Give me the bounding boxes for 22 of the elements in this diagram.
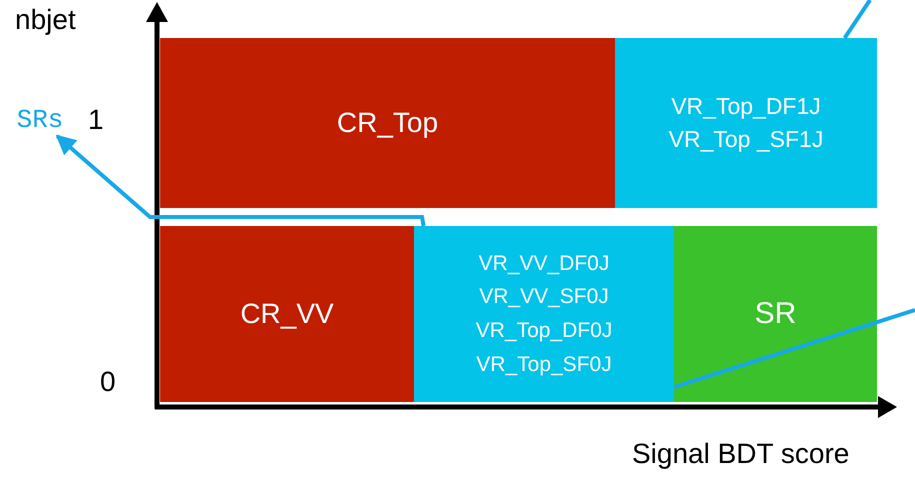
region-label: VR_Top_SF0J	[476, 352, 612, 378]
region-label: CR_VV	[240, 297, 334, 331]
region-label: VR_Top_DF1J	[671, 92, 821, 121]
region-label: VR_VV_SF0J	[479, 284, 609, 310]
validation-region-block	[414, 226, 674, 402]
arrow	[56, 134, 426, 226]
axis-label: Signal BDT score	[632, 438, 850, 470]
tick-label: 1	[88, 104, 104, 136]
validation-region-block	[615, 38, 877, 208]
signal-regions-text: SRs	[16, 105, 64, 137]
signal-region-block	[674, 226, 877, 402]
leader-line	[673, 308, 915, 390]
tick-label: 0	[100, 366, 116, 398]
region-label: VR_VV_DF0J	[478, 250, 610, 277]
control-region-block	[160, 226, 414, 402]
region-label: CR_Top	[336, 106, 438, 140]
region-label: VR_Top_DF0J	[476, 318, 612, 344]
leader-line	[843, 0, 872, 40]
axis-label: nbjet	[15, 4, 76, 36]
region-label: VR_Top _SF1J	[668, 125, 824, 154]
control-region-block	[160, 38, 615, 208]
region-label: SR	[754, 296, 796, 332]
